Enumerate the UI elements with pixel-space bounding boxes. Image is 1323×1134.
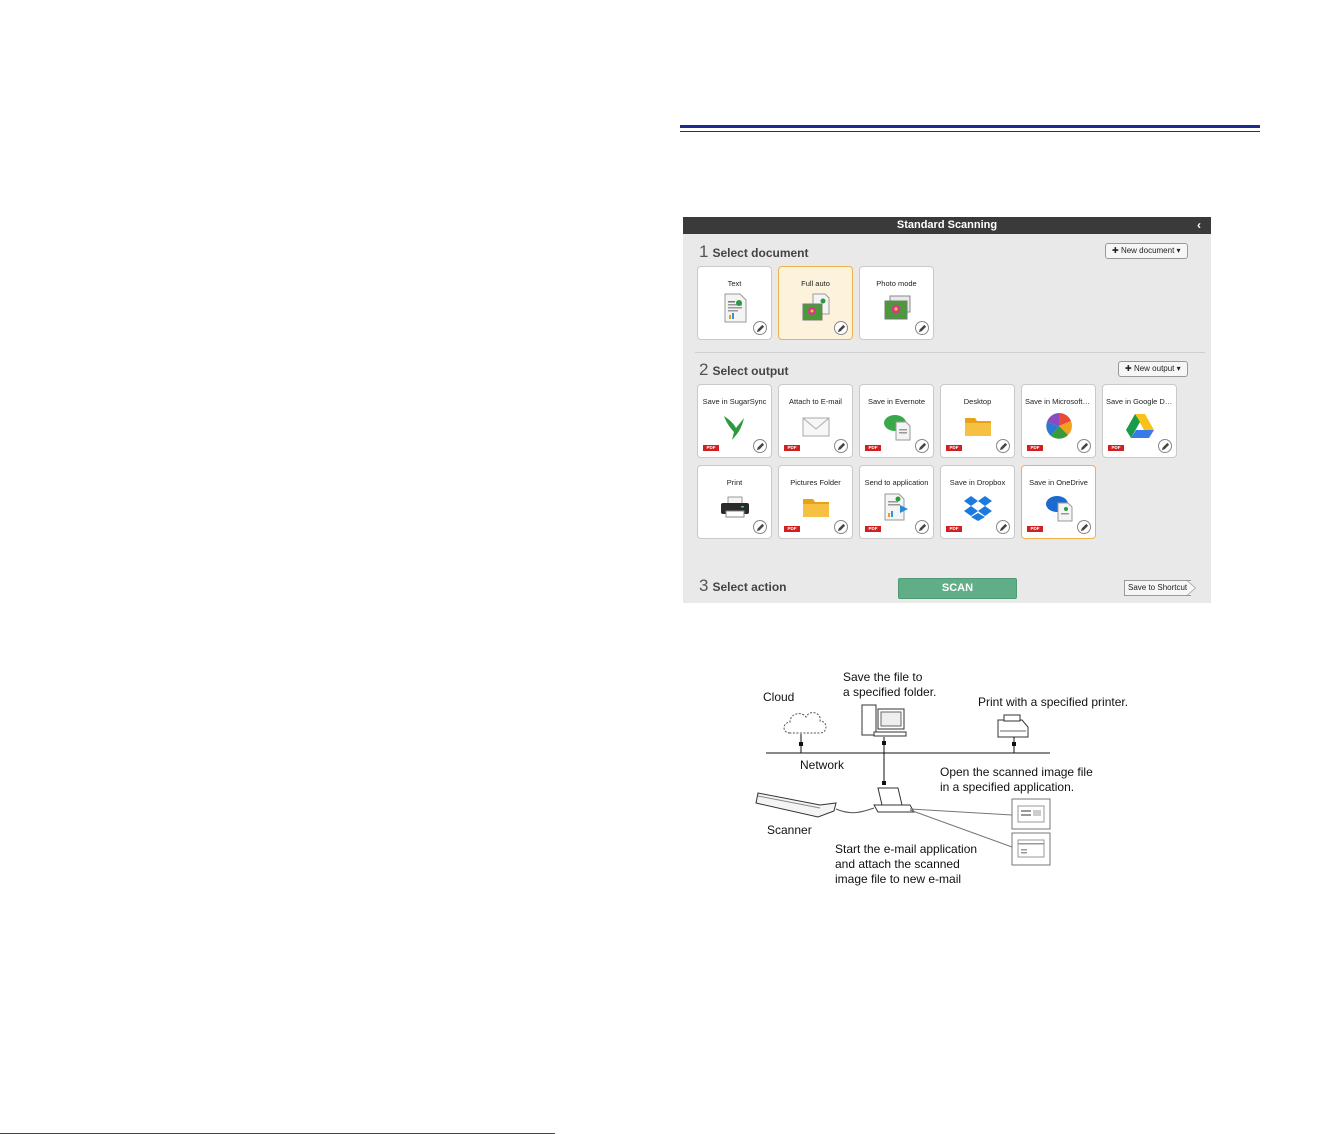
printer-label: Print with a specified printer. bbox=[978, 695, 1129, 709]
pencil-icon[interactable] bbox=[753, 321, 767, 335]
dropbox-icon bbox=[964, 496, 992, 521]
pencil-icon[interactable] bbox=[753, 520, 767, 534]
document-tile-full-auto[interactable]: Full auto bbox=[778, 266, 853, 340]
output-tile-pictures-folder[interactable]: Pictures Folder PDF bbox=[778, 465, 853, 539]
pencil-icon[interactable] bbox=[915, 520, 929, 534]
output-tile-sugarsync[interactable]: Save in SugarSync PDF bbox=[697, 384, 772, 458]
output-tile-send-to-application[interactable]: Send to application PDF bbox=[859, 465, 934, 539]
pencil-icon[interactable] bbox=[996, 520, 1010, 534]
pdf-badge: PDF bbox=[946, 526, 962, 532]
pencil-icon[interactable] bbox=[834, 439, 848, 453]
folder-label-line1: Save the file to bbox=[843, 670, 923, 684]
output-tile-dropbox[interactable]: Save in Dropbox PDF bbox=[940, 465, 1015, 539]
pdf-badge: PDF bbox=[703, 445, 719, 451]
laptop-icon bbox=[873, 787, 915, 813]
folder-icon bbox=[965, 418, 991, 436]
pdf-badge: PDF bbox=[1027, 445, 1043, 451]
photo-mode-icon bbox=[884, 295, 911, 320]
document-tile-photo-mode[interactable]: Photo mode bbox=[859, 266, 934, 340]
email-envelope-icon bbox=[802, 417, 830, 437]
window-titlebar: Standard Scanning ‹ bbox=[683, 217, 1211, 234]
output-tile-evernote[interactable]: Save in Evernote PDF bbox=[859, 384, 934, 458]
pdf-badge: PDF bbox=[865, 445, 881, 451]
pencil-icon[interactable] bbox=[915, 321, 929, 335]
text-document-icon bbox=[724, 293, 747, 323]
scan-button[interactable]: SCAN bbox=[898, 578, 1017, 599]
diagram-graphics bbox=[755, 704, 1051, 866]
pencil-icon[interactable] bbox=[834, 520, 848, 534]
pdf-badge: PDF bbox=[1027, 526, 1043, 532]
shortcut-arrow-fill bbox=[1187, 581, 1195, 595]
output-tile-desktop[interactable]: Desktop PDF bbox=[940, 384, 1015, 458]
full-auto-icon bbox=[802, 293, 830, 321]
caret-down-icon: ▾ bbox=[1176, 246, 1181, 255]
new-document-button[interactable]: ✚ New document ▾ bbox=[1105, 243, 1188, 259]
pdf-badge: PDF bbox=[865, 526, 881, 532]
pdf-badge: PDF bbox=[946, 445, 962, 451]
pencil-icon[interactable] bbox=[1077, 439, 1091, 453]
evernote-icon bbox=[884, 415, 911, 441]
output-tile-onedrive[interactable]: Save in OneDrive PDF bbox=[1021, 465, 1096, 539]
chevron-left-icon[interactable]: ‹ bbox=[1197, 218, 1201, 232]
google-drive-icon bbox=[1126, 414, 1154, 438]
header-rule bbox=[680, 125, 1260, 128]
cloud-label: Cloud bbox=[763, 690, 795, 704]
scanner-label: Scanner bbox=[767, 823, 812, 837]
pencil-icon[interactable] bbox=[834, 321, 848, 335]
application-label-line2: in a specified application. bbox=[940, 780, 1075, 794]
output-tile-email[interactable]: Attach to E-mail PDF bbox=[778, 384, 853, 458]
cloud-icon bbox=[783, 712, 827, 734]
computer-icon bbox=[861, 704, 907, 737]
printer-icon bbox=[721, 496, 749, 518]
pencil-icon[interactable] bbox=[1158, 439, 1172, 453]
pdf-badge: PDF bbox=[784, 526, 800, 532]
pencil-icon[interactable] bbox=[753, 439, 767, 453]
scanner-icon bbox=[755, 792, 837, 818]
plus-icon: ✚ bbox=[1125, 364, 1132, 373]
output-tile-print[interactable]: Print bbox=[697, 465, 772, 539]
output-tile-google-drive[interactable]: Save in Google Dri... PDF bbox=[1102, 384, 1177, 458]
onedrive-icon bbox=[1046, 496, 1073, 522]
save-to-shortcut-button[interactable]: Save to Shortcut bbox=[1124, 580, 1192, 596]
sharepoint-icon bbox=[1046, 413, 1072, 439]
application-label-line1: Open the scanned image file bbox=[940, 765, 1093, 779]
network-label: Network bbox=[800, 758, 845, 772]
output-tile-microsoft-sharepoint[interactable]: Save in Microsoft S... PDF bbox=[1021, 384, 1096, 458]
pencil-icon[interactable] bbox=[996, 439, 1010, 453]
pdf-badge: PDF bbox=[1108, 445, 1124, 451]
pencil-icon[interactable] bbox=[915, 439, 929, 453]
send-to-application-icon bbox=[884, 493, 908, 521]
header-rule-thin bbox=[680, 131, 1260, 132]
caret-down-icon: ▾ bbox=[1176, 364, 1181, 373]
email-label-line1: Start the e-mail application bbox=[835, 842, 978, 856]
network-printer-icon bbox=[997, 714, 1029, 738]
email-window-icon bbox=[1011, 832, 1051, 866]
section-divider bbox=[695, 352, 1205, 353]
document-tile-text[interactable]: Text bbox=[697, 266, 772, 340]
plus-icon: ✚ bbox=[1112, 246, 1119, 255]
new-output-button[interactable]: ✚ New output ▾ bbox=[1118, 361, 1188, 377]
folder-label-line2: a specified folder. bbox=[843, 685, 937, 699]
pdf-badge: PDF bbox=[784, 445, 800, 451]
pencil-icon[interactable] bbox=[1077, 520, 1091, 534]
application-window-icon bbox=[1011, 798, 1051, 830]
pictures-folder-icon bbox=[803, 499, 829, 517]
email-label-line3: image file to new e-mail bbox=[835, 872, 962, 886]
output-destinations-diagram: Cloud Save the file to a specified folde… bbox=[750, 665, 1150, 895]
email-label-line2: and attach the scanned bbox=[835, 857, 960, 871]
window-title: Standard Scanning bbox=[896, 219, 998, 231]
sugarsync-icon bbox=[724, 416, 744, 440]
